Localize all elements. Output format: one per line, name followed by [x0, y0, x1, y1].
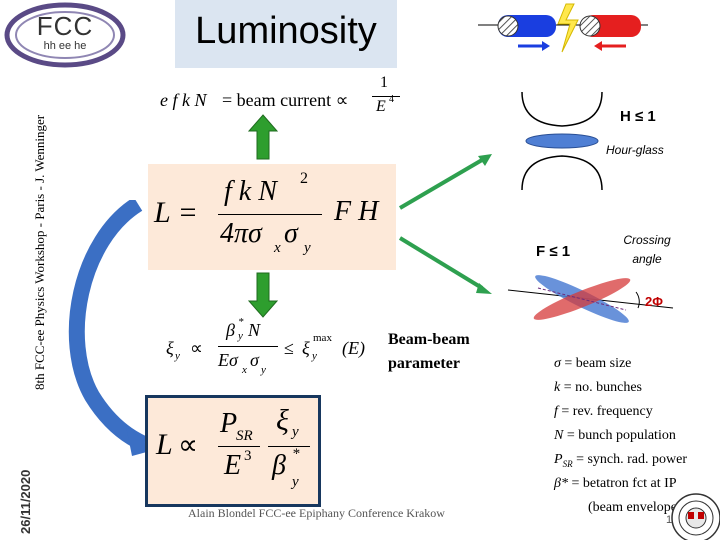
- bb-arg: (E): [342, 338, 365, 358]
- luminosity-formula-box: L = f k N 2 4πσ x σ y F H: [148, 164, 396, 270]
- scaling-p: P: [220, 408, 238, 439]
- beam-current-numerator: 1: [380, 74, 388, 91]
- logo-bottom-text: hh ee he: [43, 40, 87, 52]
- bb-den-sigma: σ: [250, 350, 259, 370]
- legend-row: k = no. bunches: [554, 380, 720, 404]
- scaling-bar-1: [218, 446, 260, 447]
- bb-beta-sup: *: [238, 316, 244, 328]
- beam-current-exponent: 4: [389, 94, 394, 105]
- beam-beam-label-line1: Beam-beam: [388, 331, 470, 348]
- beam-current-denominator: E: [376, 98, 386, 115]
- legend-text: = bunch population: [563, 428, 676, 443]
- scaling-xi-sub: y: [292, 424, 299, 440]
- scaling-e: E: [224, 450, 242, 481]
- legend-row: σ = beam size: [554, 356, 720, 380]
- hourglass-label: Hour-glass: [606, 143, 664, 157]
- legend-symbol: P: [554, 452, 563, 467]
- scaling-beta-sub: y: [292, 474, 299, 490]
- bb-beta-sub: y: [238, 330, 243, 342]
- title-background: [175, 0, 397, 68]
- scaling-formula-box: L ∝ P SR E 3 ξ y β * y: [145, 395, 321, 507]
- beam-collision-graphic: [478, 0, 648, 60]
- bb-n: N: [248, 320, 261, 340]
- legend-note: (beam envelope): [588, 500, 682, 515]
- crossing-condition: F ≤ 1: [536, 243, 571, 260]
- legend-text: = synch. rad. power: [572, 452, 687, 467]
- bb-beta: β: [226, 320, 235, 340]
- fcc-logo-graphic: [4, 2, 126, 68]
- beam-current-formula: e f k N = beam current ∝ 1 E 4: [160, 74, 400, 126]
- scaling-e-exp: 3: [244, 448, 252, 464]
- crossing-label-1: Crossing: [623, 233, 671, 247]
- lumi-sub-y: y: [304, 240, 311, 256]
- bb-max: max: [313, 332, 332, 344]
- parameter-legend: σ = beam size k = no. bunches f = rev. f…: [554, 356, 720, 500]
- scaling-beta: β: [272, 450, 286, 481]
- bb-xi: ξ: [166, 338, 174, 358]
- curved-arrow: [68, 200, 154, 456]
- legend-row: N = bunch population: [554, 428, 720, 452]
- legend-symbol: σ: [554, 356, 561, 371]
- crossing-angle-diagram: [507, 275, 674, 323]
- hourglass-diagram: [521, 91, 603, 191]
- up-arrow: [248, 114, 278, 160]
- lumi-lhs: L =: [154, 196, 198, 229]
- bb-den-sub2: y: [261, 364, 266, 376]
- date-text: 26/11/2020: [18, 469, 33, 534]
- beam-current-equals: = beam current ∝: [222, 90, 349, 110]
- beam-current-fraction-bar: [372, 96, 400, 97]
- footer-text: Alain Blondel FCC-ee Epiphany Conference…: [188, 506, 445, 520]
- crossing-label-2: angle: [632, 252, 662, 266]
- lumi-denominator: 4πσ: [220, 218, 262, 249]
- beam-beam-label-line2: parameter: [388, 355, 460, 372]
- bb-propto: ∝: [190, 338, 203, 358]
- scaling-l: L: [156, 428, 173, 461]
- crossing-angle-value: 2Φ: [645, 294, 663, 309]
- bb-den-sub1: x: [242, 364, 247, 376]
- bb-xi2: ξ: [302, 338, 310, 358]
- university-seal-icon: [671, 493, 720, 540]
- bb-leq: ≤: [284, 338, 294, 358]
- scaling-propto: ∝: [178, 430, 199, 461]
- lumi-sub-x: x: [274, 240, 281, 256]
- bb-fraction-bar: [218, 346, 278, 347]
- beam-current-lhs: e f k N: [160, 90, 207, 110]
- beam-beam-label: Beam-beam parameter: [388, 328, 470, 376]
- legend-row: f = rev. frequency: [554, 404, 720, 428]
- bb-xi-sub: y: [175, 350, 180, 362]
- logo-top-text: FCC: [36, 11, 94, 41]
- bb-den: Eσ: [218, 350, 238, 370]
- legend-text: = no. bunches: [560, 380, 642, 395]
- legend-row: β* = betatron fct at IP: [554, 476, 720, 500]
- legend-text: = betatron fct at IP: [567, 476, 677, 491]
- legend-text: = rev. frequency: [557, 404, 653, 419]
- scaling-p-sub: SR: [236, 428, 253, 444]
- hourglass-condition: H ≤ 1: [620, 108, 656, 125]
- fcc-logo: FCC hh ee he: [4, 2, 126, 68]
- legend-symbol: β*: [554, 476, 568, 491]
- legend-row: PSR = synch. rad. power: [554, 452, 720, 476]
- lumi-factors: F H: [334, 196, 379, 227]
- lumi-numerator: f k N: [224, 176, 277, 207]
- legend-symbol: N: [554, 428, 564, 443]
- diagonal-arrows: [398, 154, 492, 294]
- legend-symbol: f: [554, 404, 558, 419]
- down-arrow: [248, 272, 278, 318]
- page-title: Luminosity: [195, 10, 377, 52]
- scaling-bar-2: [268, 446, 310, 447]
- beam-beam-formula: ξ y ∝ β * y N Eσ x σ y ≤ ξ max y (E): [166, 316, 386, 382]
- bb-xi2-sub: y: [312, 350, 317, 362]
- lumi-sigma2: σ: [284, 218, 298, 249]
- lumi-fraction-bar: [218, 214, 322, 215]
- legend-subscript: SR: [562, 458, 573, 469]
- legend-text: = beam size: [560, 356, 632, 371]
- legend-symbol: k: [554, 380, 561, 395]
- scaling-beta-sup: *: [292, 446, 300, 462]
- lumi-numerator-exponent: 2: [300, 170, 308, 187]
- scaling-xi: ξ: [276, 404, 289, 437]
- workshop-side-text: 8th FCC-ee Physics Workshop - Paris - J.…: [32, 114, 47, 390]
